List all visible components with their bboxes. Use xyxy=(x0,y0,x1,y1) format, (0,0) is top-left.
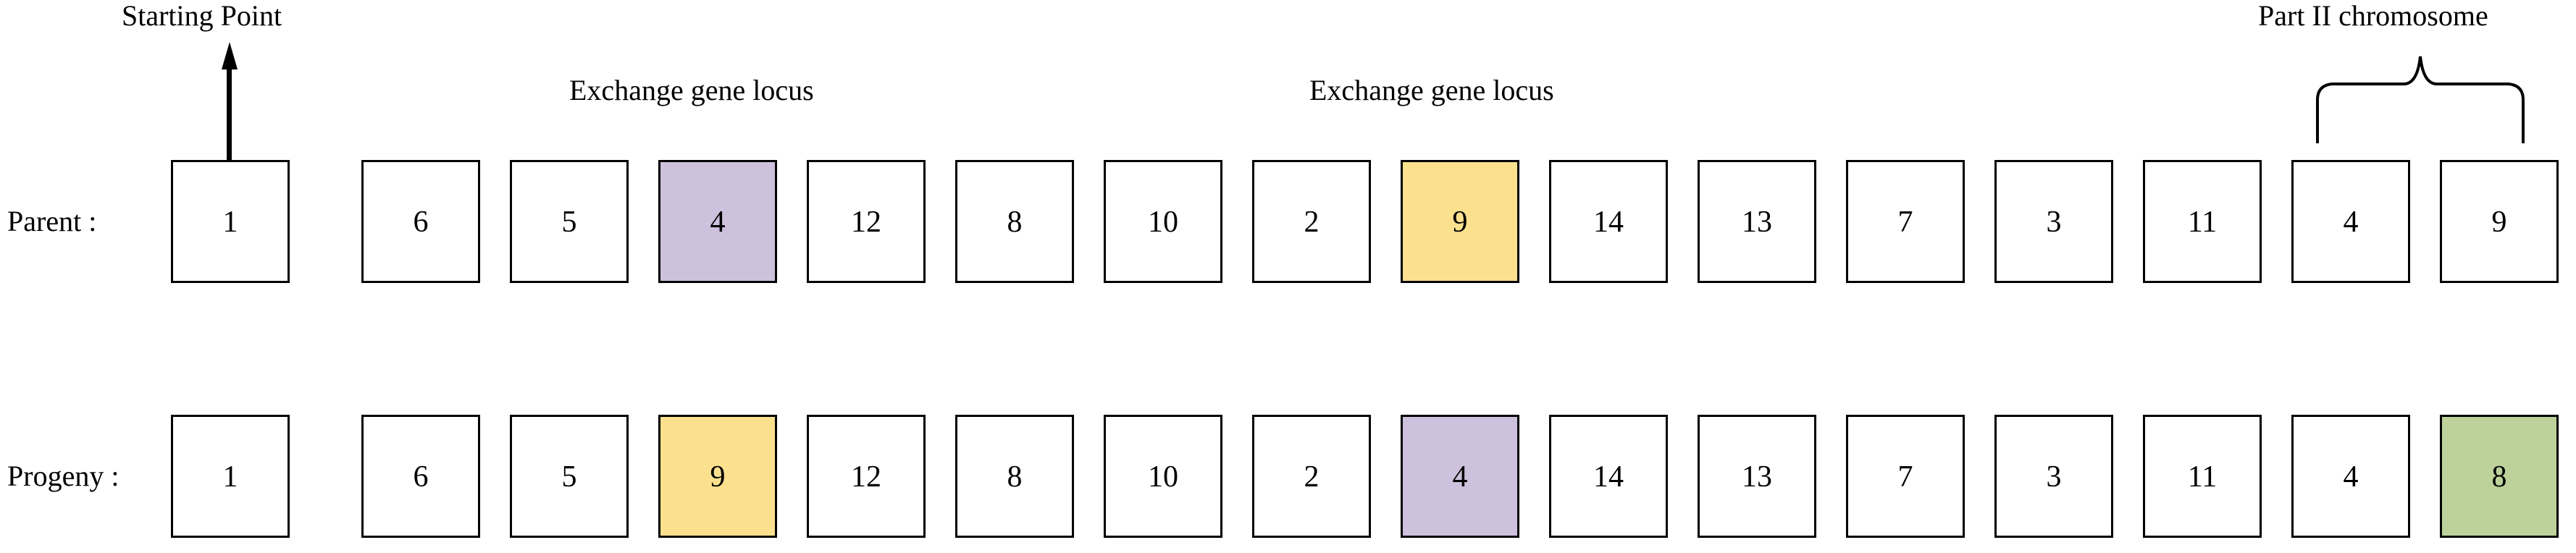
starting-point-arrow-icon xyxy=(222,42,238,162)
gene-cell-value: 6 xyxy=(413,460,429,494)
gene-cell-value: 5 xyxy=(561,460,577,494)
gene-cell-value: 4 xyxy=(1452,460,1468,494)
part-two-chromosome-label: Part II chromosome xyxy=(2258,0,2488,32)
gene-cell[interactable]: 5 xyxy=(510,160,629,283)
gene-cell-value: 8 xyxy=(1007,460,1023,494)
gene-cell-value: 2 xyxy=(1304,206,1320,239)
gene-cell-value: 3 xyxy=(2046,206,2062,239)
gene-cell-value: 3 xyxy=(2046,460,2062,494)
gene-cell-value: 1 xyxy=(222,206,238,239)
gene-cell[interactable]: 5 xyxy=(510,415,629,538)
gene-cell-value: 8 xyxy=(1007,206,1023,239)
gene-cell[interactable]: 2 xyxy=(1252,160,1371,283)
gene-cell[interactable]: 9 xyxy=(658,415,777,538)
part-two-chromosome-brace-icon xyxy=(2316,56,2525,143)
gene-cell[interactable]: 12 xyxy=(807,415,926,538)
gene-cell-value: 12 xyxy=(851,206,881,239)
gene-cell[interactable]: 8 xyxy=(955,415,1074,538)
gene-cell[interactable]: 11 xyxy=(2143,415,2262,538)
exchange-gene-locus-label-right: Exchange gene locus xyxy=(1309,74,1554,106)
gene-cell[interactable]: 13 xyxy=(1698,415,1816,538)
gene-cell-value: 13 xyxy=(1742,460,1772,494)
gene-cell-value: 13 xyxy=(1742,206,1772,239)
gene-cell-value: 4 xyxy=(2343,460,2359,494)
gene-cell[interactable]: 4 xyxy=(658,160,777,283)
gene-cell-value: 9 xyxy=(2491,206,2507,239)
gene-cell[interactable]: 6 xyxy=(361,415,480,538)
gene-cell-value: 4 xyxy=(2343,206,2359,239)
gene-cell[interactable]: 13 xyxy=(1698,160,1816,283)
gene-cell[interactable]: 7 xyxy=(1846,415,1965,538)
gene-cell-value: 2 xyxy=(1304,460,1320,494)
gene-cell-value: 9 xyxy=(1452,206,1468,239)
gene-cell-value: 1 xyxy=(222,460,238,494)
gene-cell[interactable]: 10 xyxy=(1104,160,1222,283)
gene-cell[interactable]: 3 xyxy=(1994,160,2113,283)
gene-cell[interactable]: 8 xyxy=(955,160,1074,283)
exchange-gene-locus-label-left: Exchange gene locus xyxy=(569,74,814,106)
gene-cell[interactable]: 1 xyxy=(171,160,290,283)
gene-cell[interactable]: 1 xyxy=(171,415,290,538)
gene-cell[interactable]: 12 xyxy=(807,160,926,283)
progeny-row-label: Progeny : xyxy=(7,460,119,492)
gene-cell-value: 10 xyxy=(1148,206,1178,239)
gene-cell[interactable]: 4 xyxy=(2291,160,2410,283)
gene-cell[interactable]: 2 xyxy=(1252,415,1371,538)
gene-cell-value: 5 xyxy=(561,206,577,239)
gene-cell[interactable]: 4 xyxy=(2291,415,2410,538)
gene-cell[interactable]: 4 xyxy=(1401,415,1519,538)
gene-cell-value: 11 xyxy=(2187,206,2218,239)
gene-cell-value: 7 xyxy=(1897,460,1913,494)
gene-cell-value: 7 xyxy=(1897,206,1913,239)
gene-cell[interactable]: 14 xyxy=(1549,160,1668,283)
gene-cell-value: 9 xyxy=(710,460,726,494)
gene-cell[interactable]: 10 xyxy=(1104,415,1222,538)
gene-cell-value: 4 xyxy=(710,206,726,239)
gene-cell[interactable]: 7 xyxy=(1846,160,1965,283)
gene-cell[interactable]: 9 xyxy=(2440,160,2559,283)
gene-cell-value: 14 xyxy=(1593,206,1624,239)
gene-cell-value: 14 xyxy=(1593,460,1624,494)
gene-cell-value: 10 xyxy=(1148,460,1178,494)
gene-cell[interactable]: 3 xyxy=(1994,415,2113,538)
gene-cell[interactable]: 9 xyxy=(1401,160,1519,283)
gene-cell-value: 12 xyxy=(851,460,881,494)
gene-cell[interactable]: 8 xyxy=(2440,415,2559,538)
parent-row-label: Parent : xyxy=(7,205,97,237)
gene-cell-value: 11 xyxy=(2187,460,2218,494)
gene-cell-value: 6 xyxy=(413,206,429,239)
starting-point-label: Starting Point xyxy=(122,0,282,32)
gene-cell[interactable]: 6 xyxy=(361,160,480,283)
gene-cell-value: 8 xyxy=(2491,460,2507,494)
gene-cell[interactable]: 11 xyxy=(2143,160,2262,283)
gene-cell[interactable]: 14 xyxy=(1549,415,1668,538)
